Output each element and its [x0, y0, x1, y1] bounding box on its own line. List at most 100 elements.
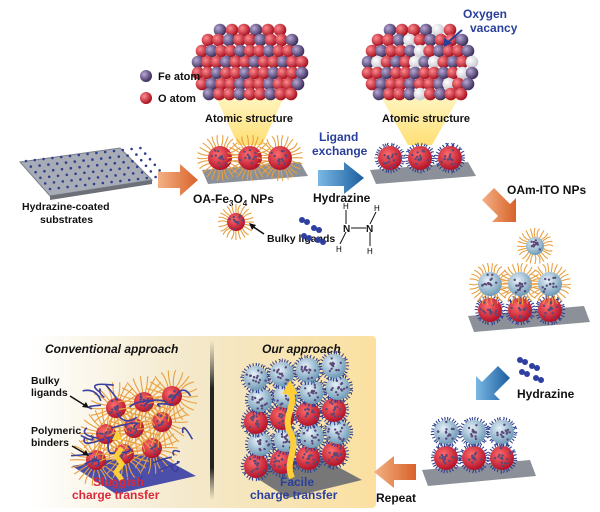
ligand-strand [275, 472, 278, 477]
ligand-strand [349, 389, 354, 392]
ligand-strand [279, 450, 282, 454]
np-surface-atom [506, 428, 510, 432]
ligand-strand [272, 471, 276, 475]
coating-dot [60, 167, 64, 171]
ligand-strand [530, 273, 539, 279]
coating-dot [52, 181, 56, 184]
ligand-strand [321, 416, 325, 420]
stack-np-top [430, 416, 462, 448]
ligand-strand [257, 160, 269, 165]
ligand-strand [504, 309, 509, 312]
np-surface-atom [104, 432, 107, 436]
np-surface-atom [248, 148, 252, 152]
ligand-strand [521, 233, 529, 241]
np-surface-atom [448, 158, 451, 161]
ligand-strand [483, 464, 487, 468]
ligand-strand [101, 443, 106, 460]
ligand-strand [507, 316, 511, 320]
ligand-strand [284, 359, 286, 363]
ligand-strand [296, 377, 300, 380]
np-surface-atom [548, 282, 552, 286]
ligand-strand [505, 303, 510, 306]
np-surface-atom [169, 395, 172, 399]
substrate-edge [50, 180, 152, 200]
ligand-strand [258, 165, 268, 174]
ligand-strand [560, 314, 565, 318]
np-surface-atom [426, 158, 429, 162]
np-surface-atom [535, 241, 538, 245]
oa-fe3o4-np-row [196, 134, 304, 182]
ligand-strand [507, 266, 514, 275]
ligand-strand [317, 376, 321, 380]
ligand-strand [496, 442, 499, 447]
ligand-strand [218, 223, 228, 228]
np-surface-atom [116, 406, 119, 410]
o-atom [437, 55, 450, 69]
o-atom [365, 77, 379, 91]
ligand-strand [455, 144, 459, 148]
ligand-strand [267, 452, 271, 456]
ligand-strand [294, 403, 299, 407]
ligand-strand [455, 464, 459, 468]
ligand-strand [258, 411, 261, 416]
o-atom [394, 44, 408, 58]
ligand-strand [324, 418, 327, 422]
np-surface-atom [518, 316, 522, 319]
ligand-strand [292, 422, 296, 426]
polymer-binder-strand [172, 449, 181, 456]
ligand-strand [296, 444, 301, 447]
o-atom [444, 87, 458, 101]
ligand-strand [266, 458, 271, 461]
ligand-strand [251, 477, 254, 481]
ligand-strand [296, 360, 300, 363]
coating-dot [145, 176, 149, 180]
np-surface-atom [256, 425, 260, 428]
np-surface-atom [503, 423, 506, 427]
ligand-strand [229, 163, 240, 170]
np-surface-atom [472, 457, 476, 461]
polymer-binder-strand [116, 412, 138, 422]
ligand-strand [220, 212, 229, 218]
coating-dot [38, 164, 41, 167]
ligand-strand [262, 387, 266, 391]
ligand-strand [345, 396, 348, 400]
ligand-strand [333, 421, 336, 426]
ligand-strand [512, 425, 517, 428]
ligand-strand [493, 467, 497, 472]
ligand-strand [499, 316, 503, 320]
coating-dot [75, 184, 78, 188]
coating-dot [149, 170, 153, 173]
o-atom [272, 77, 286, 91]
np-surface-atom [250, 161, 253, 165]
ligand-strand [279, 406, 282, 411]
ligand-strand [487, 451, 492, 454]
ligand-strand [232, 142, 242, 151]
o-atom [423, 87, 437, 101]
np-surface-atom [332, 408, 336, 412]
o-atom [446, 66, 460, 80]
ligand-strand [140, 456, 149, 472]
coating-dot [104, 162, 108, 166]
coating-dot [144, 164, 148, 168]
polymer-binder-strand [137, 475, 143, 486]
ligand-strand [471, 289, 480, 295]
ligand-strand [535, 303, 540, 306]
ligand-strand [157, 431, 162, 448]
hydrazine-n2: N [366, 224, 373, 235]
ligand-strand [264, 367, 269, 371]
ligand-strand [338, 464, 342, 468]
o-atom [238, 55, 252, 69]
np-surface-atom [281, 374, 284, 377]
fe3o4-np-base [504, 294, 536, 326]
ligand-strand [463, 440, 467, 444]
fe-atom [380, 66, 394, 80]
o-atom [220, 66, 233, 80]
ligand-strand [517, 247, 527, 252]
ligand-strand [260, 388, 264, 392]
np-surface-atom [449, 434, 452, 437]
ligand-strand [463, 420, 467, 424]
np-surface-atom [142, 398, 146, 401]
ligand-strand [281, 473, 284, 478]
ligand-strand [525, 320, 529, 324]
coating-dot [99, 157, 103, 160]
